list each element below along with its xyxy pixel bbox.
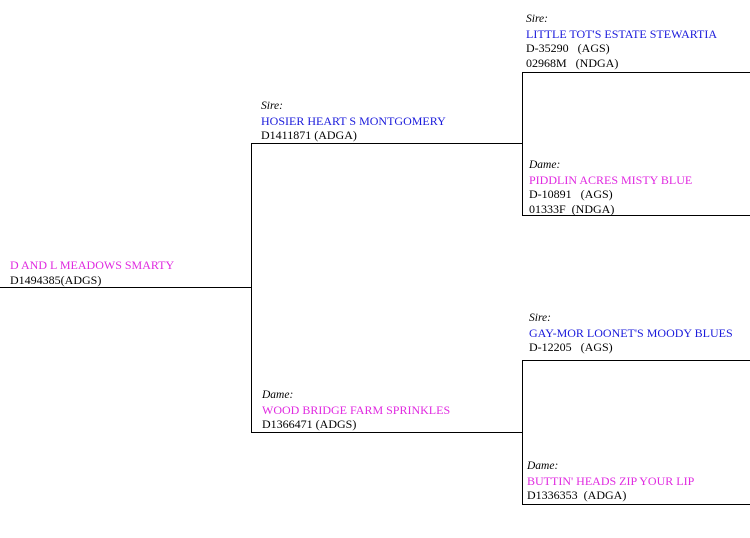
- sire-sire-role-label: Sire:: [526, 13, 548, 25]
- dam-dam-name: BUTTIN' HEADS ZIP YOUR LIP: [527, 473, 695, 488]
- sire-name: HOSIER HEART S MONTGOMERY: [261, 113, 446, 128]
- sire-bracket: [522, 72, 523, 216]
- sire-sire-registration: D-35290 (AGS): [526, 41, 610, 55]
- dam-name: WOOD BRIDGE FARM SPRINKLES: [262, 402, 451, 417]
- sire-dam-line: [522, 215, 750, 216]
- sire-sire-line: [522, 72, 750, 73]
- dam-sire-block: Sire: GAY-MOR LOONET'S MOODY BLUES D-122…: [529, 311, 733, 355]
- sire-dam-registration: D-10891 (AGS): [529, 187, 613, 201]
- dam-dam-line: [522, 504, 750, 505]
- dam-dam-role-label: Dame:: [527, 460, 559, 472]
- sire-line: [251, 143, 523, 144]
- dam-dam-block: Dame: BUTTIN' HEADS ZIP YOUR LIP D133635…: [527, 459, 694, 503]
- gen1-bracket: [251, 143, 252, 433]
- sire-dam-role-label: Dame:: [529, 159, 561, 171]
- sire-sire-block: Sire: LITTLE TOT'S ESTATE STEWARTIA D-35…: [526, 12, 717, 70]
- sire-role-label: Sire:: [261, 100, 283, 112]
- sire-dam-name: PIDDLIN ACRES MISTY BLUE: [529, 172, 693, 187]
- subject-block: D AND L MEADOWS SMARTY D1494385(ADGS): [10, 258, 174, 287]
- dam-line: [251, 432, 523, 433]
- dam-registration: D1366471 (ADGS): [262, 417, 357, 431]
- dam-bracket: [522, 360, 523, 505]
- sire-registration: D1411871 (ADGA): [261, 128, 357, 142]
- dam-dam-registration: D1336353 (ADGA): [527, 488, 627, 502]
- dam-role-label: Dame:: [262, 389, 294, 401]
- sire-sire-name: LITTLE TOT'S ESTATE STEWARTIA: [526, 26, 718, 41]
- dam-block: Dame: WOOD BRIDGE FARM SPRINKLES D136647…: [262, 388, 450, 432]
- subject-name: D AND L MEADOWS SMARTY: [10, 258, 175, 272]
- dam-sire-registration: D-12205 (AGS): [529, 340, 613, 354]
- dam-sire-name: GAY-MOR LOONET'S MOODY BLUES: [529, 325, 733, 340]
- sire-dam-block: Dame: PIDDLIN ACRES MISTY BLUE D-10891 (…: [529, 158, 692, 216]
- dam-sire-line: [522, 360, 750, 361]
- sire-block: Sire: HOSIER HEART S MONTGOMERY D1411871…: [261, 99, 446, 143]
- subject-registration: D1494385(ADGS): [10, 272, 102, 287]
- subject-line: [0, 287, 252, 288]
- sire-dam-registration-2: 01333F (NDGA): [529, 201, 615, 216]
- dam-sire-role-label: Sire:: [529, 312, 551, 324]
- sire-sire-registration-2: 02968M (NDGA): [526, 55, 619, 70]
